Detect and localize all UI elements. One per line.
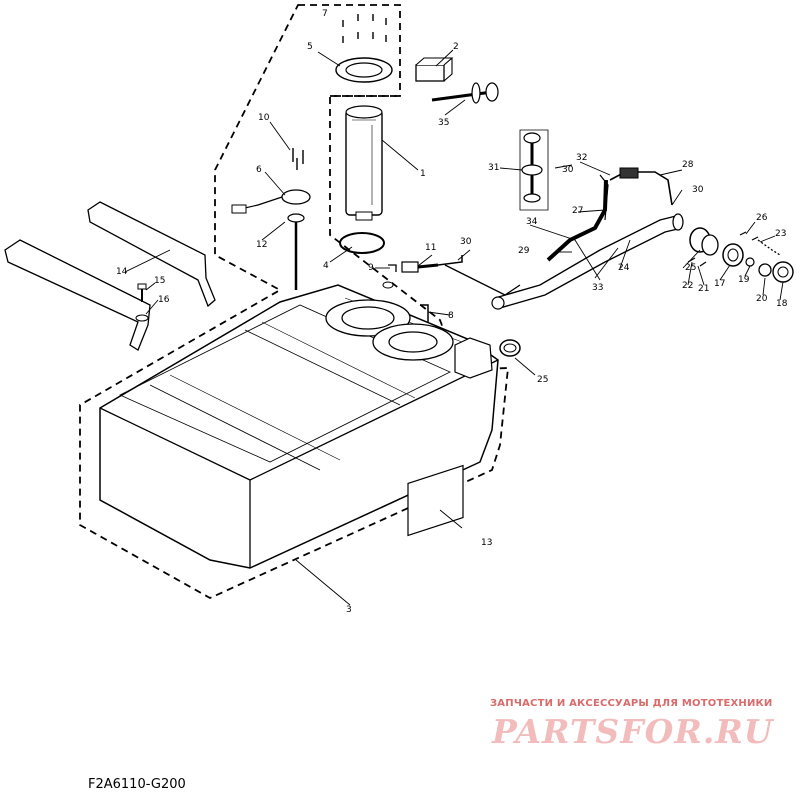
part-label-10: 10 xyxy=(258,113,270,123)
part-label-24: 24 xyxy=(618,263,630,273)
pump-mounting-plate xyxy=(335,57,393,83)
part-label-23: 23 xyxy=(775,229,786,239)
breather-pipe-35 xyxy=(431,82,499,104)
watermark-caption: ЗАПЧАСТИ И АКСЕССУАРЫ ДЛЯ МОТОТЕХНИКИ xyxy=(490,698,773,709)
part-label-15: 15 xyxy=(154,276,165,286)
filler-pipe-24 xyxy=(491,213,684,310)
watermark-brand-logo: PARTSFOR.RU xyxy=(492,712,774,751)
leader-lines xyxy=(124,49,784,606)
bolts-10 xyxy=(292,148,304,170)
breather-hose-27 xyxy=(546,179,608,262)
spring-23 xyxy=(757,239,781,256)
part-label-30a: 30 xyxy=(562,165,574,175)
part-label-7: 7 xyxy=(322,9,328,19)
part-label-35: 35 xyxy=(438,118,449,128)
tank-sender-flange xyxy=(372,323,454,361)
fitting-11 xyxy=(401,261,439,273)
gasket-ring-4 xyxy=(339,232,385,254)
bolt-15 xyxy=(137,283,147,302)
part-label-11: 11 xyxy=(425,243,436,253)
part-label-28: 28 xyxy=(682,160,694,170)
tank-filler-neck xyxy=(454,337,521,379)
washer-20 xyxy=(758,263,772,277)
filler-cap-17 xyxy=(722,243,744,267)
part-label-2: 2 xyxy=(453,42,459,52)
vent-hose-32 xyxy=(599,174,609,221)
washer-16 xyxy=(135,314,149,322)
part-label-20: 20 xyxy=(756,294,768,304)
part-label-16: 16 xyxy=(158,295,170,305)
part-label-14: 14 xyxy=(116,267,128,277)
part-label-25b: 25 xyxy=(537,375,548,385)
part-label-1: 1 xyxy=(420,169,426,179)
part-label-31: 31 xyxy=(488,163,499,173)
part-label-32: 32 xyxy=(576,153,587,163)
clamp-25 xyxy=(689,227,719,256)
screws-26 xyxy=(739,231,759,241)
part-label-3: 3 xyxy=(346,605,352,615)
part-label-22: 22 xyxy=(682,281,693,291)
tank-bracket-right xyxy=(87,201,216,308)
fitting-8 xyxy=(382,281,429,322)
assembly-outline-dashed xyxy=(79,4,510,600)
fuel-sender xyxy=(231,189,311,290)
part-label-21: 21 xyxy=(698,284,709,294)
cap-18 xyxy=(772,261,794,283)
part-label-13: 13 xyxy=(481,538,492,548)
part-label-9: 9 xyxy=(368,263,374,273)
fuel-pump xyxy=(345,105,383,221)
part-label-5: 5 xyxy=(307,42,313,52)
part-label-6: 6 xyxy=(256,165,262,175)
part-label-19: 19 xyxy=(738,275,750,285)
part-label-17: 17 xyxy=(714,279,725,289)
part-label-8: 8 xyxy=(448,311,454,321)
part-label-18: 18 xyxy=(776,299,788,309)
part-label-4: 4 xyxy=(323,261,329,271)
inset-detail-31 xyxy=(519,129,549,211)
tank-bracket-left xyxy=(4,239,151,351)
part-label-30c: 30 xyxy=(460,237,472,247)
part-label-29: 29 xyxy=(518,246,530,256)
part-label-26: 26 xyxy=(756,213,768,223)
diagram-code: F2A6110-G200 xyxy=(88,777,186,792)
part-label-34: 34 xyxy=(526,217,538,227)
part-label-33: 33 xyxy=(592,283,603,293)
clip-9 xyxy=(388,264,397,272)
part-label-12: 12 xyxy=(256,240,267,250)
screws-7 xyxy=(342,14,387,43)
part-label-27: 27 xyxy=(572,206,583,216)
hose-28 xyxy=(609,167,673,206)
part-label-30b: 30 xyxy=(692,185,704,195)
part-label-25a: 25 xyxy=(685,263,696,273)
